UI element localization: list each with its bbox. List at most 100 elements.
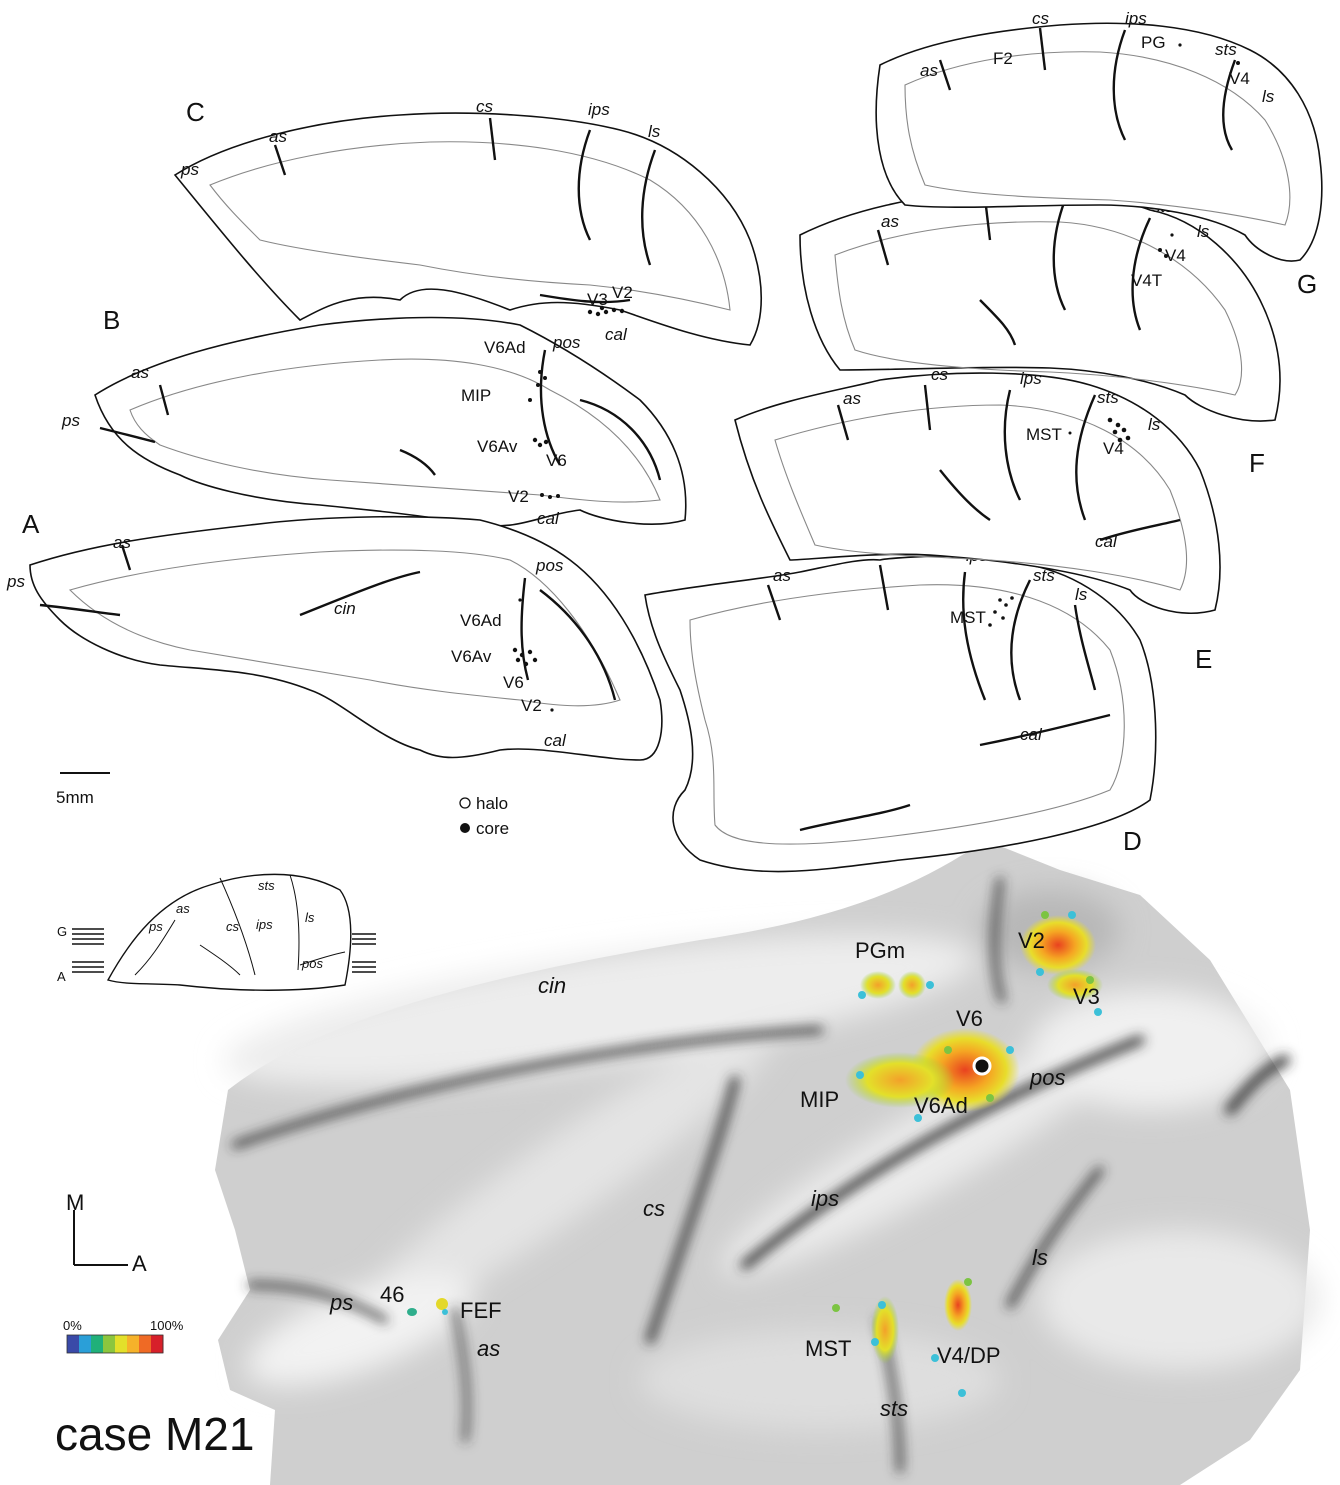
section-c-cs: cs [476,97,494,116]
section-a-cal: cal [544,731,567,750]
section-e-letter: F [1249,448,1265,478]
section-b-v6av: V6Av [477,437,518,456]
inset-ls: ls [305,910,315,925]
section-f-v4t: V4T [1131,271,1162,290]
section-e-letter-e: E [1195,644,1212,674]
flat-label-ls: ls [1032,1245,1048,1270]
inset-ps: ps [148,919,163,934]
section-b-ps: ps [61,411,80,430]
inset-mark-a: A [57,969,66,984]
section-a-as: as [113,533,131,552]
section-c-v3: V3 [587,290,608,309]
inset-section-lines-right [352,934,376,972]
area46-patch [407,1308,417,1316]
flat-label-cin: cin [538,973,566,998]
section-f-as: as [881,212,899,231]
section-b: B as ps pos cal V6Ad MIP V6Av V6 V2 [61,305,686,528]
color-scale-swatch [115,1335,128,1353]
color-scale-swatch [67,1335,80,1353]
section-a: A as ps cin pos cal V6Ad V6Av V6 V2 [6,509,662,760]
section-g-v4: V4 [1229,69,1250,88]
section-b-as: as [131,363,149,382]
section-d-as: as [773,566,791,585]
color-scale-max: 100% [150,1318,184,1333]
color-scale-bar [67,1335,164,1353]
color-scale-swatch [139,1335,152,1353]
color-scale-min: 0% [63,1318,82,1333]
flat-label-fef: FEF [460,1298,502,1323]
section-e-v4: V4 [1103,439,1124,458]
section-e-mst: MST [1026,425,1062,444]
section-g-letter: G [1297,269,1317,299]
section-c-v2: V2 [612,283,633,302]
case-label: case M21 [55,1408,254,1460]
section-b-v6ad: V6Ad [484,338,526,357]
flat-label-ips: ips [811,1186,839,1211]
flat-label-v6ad: V6Ad [914,1093,968,1118]
legend-halo: halo [476,794,508,813]
section-d-letter: D [1123,826,1142,856]
color-scale-swatch [91,1335,104,1353]
section-a-ps: ps [6,572,25,591]
color-scale-swatch [127,1335,140,1353]
section-e-ls: ls [1148,415,1161,434]
section-g-f2: F2 [993,49,1013,68]
inset-as: as [176,901,190,916]
inset-ips: ips [256,917,273,932]
section-a-letter: A [22,509,40,539]
section-g-as: as [920,61,938,80]
section-e-sts: sts [1097,388,1119,407]
section-g-sts: sts [1215,40,1237,59]
flat-label-pgm: PGm [855,938,905,963]
section-g-pg: PG [1141,33,1166,52]
section-a-v2: V2 [521,696,542,715]
section-b-v6: V6 [546,451,567,470]
section-g-cs: cs [1032,9,1050,28]
halo-marker [460,798,470,808]
brain-inset: G A sts as ps cs ips ls pos [57,874,376,990]
section-b-v2: V2 [508,487,529,506]
injection-site-marker [974,1058,990,1074]
scale-bar: 5mm [56,773,110,807]
inset-section-lines-left [72,929,104,972]
section-f-ls: ls [1197,222,1210,241]
flat-label-pos: pos [1029,1065,1065,1090]
flat-map: V2 PGm V3 V6 MIP V6Ad MST V4/DP 46 FEF c… [215,840,1320,1485]
flat-label-v6: V6 [956,1006,983,1031]
section-f-v4: V4 [1165,246,1186,265]
color-scale-swatch [79,1335,92,1353]
section-g-ips: ips [1125,9,1147,28]
section-g-ls: ls [1262,87,1275,106]
flat-label-ps: ps [329,1290,353,1315]
orientation-anterior: A [132,1251,147,1276]
flat-label-mip: MIP [800,1087,839,1112]
section-a-cin: cin [334,599,356,618]
flat-label-v2: V2 [1018,928,1045,953]
section-c-as: as [269,127,287,146]
fef-patch [436,1298,448,1310]
flat-label-as: as [477,1336,500,1361]
section-c: C as ps cs ips ls cal V3 V2 [175,97,761,345]
flat-label-v4dp: V4/DP [937,1343,1001,1368]
section-a-v6av: V6Av [451,647,492,666]
pgm-patch-2 [898,971,926,999]
section-b-pos: pos [552,333,581,352]
section-d-cal: cal [1020,725,1043,744]
section-c-ps: ps [180,160,199,179]
v4dp-patch [944,1279,972,1331]
inset-sts: sts [258,878,275,893]
flat-label-46: 46 [380,1282,404,1307]
section-c-cal: cal [605,325,628,344]
flat-label-mst: MST [805,1336,851,1361]
section-b-cal: cal [537,509,560,528]
section-b-letter: B [103,305,120,335]
core-marker [460,823,470,833]
color-scale-swatch [151,1335,164,1353]
flat-label-v3: V3 [1073,984,1100,1009]
section-a-v6: V6 [503,673,524,692]
flat-label-cs: cs [643,1196,665,1221]
color-scale-swatch [103,1335,116,1353]
section-b-mip: MIP [461,386,491,405]
